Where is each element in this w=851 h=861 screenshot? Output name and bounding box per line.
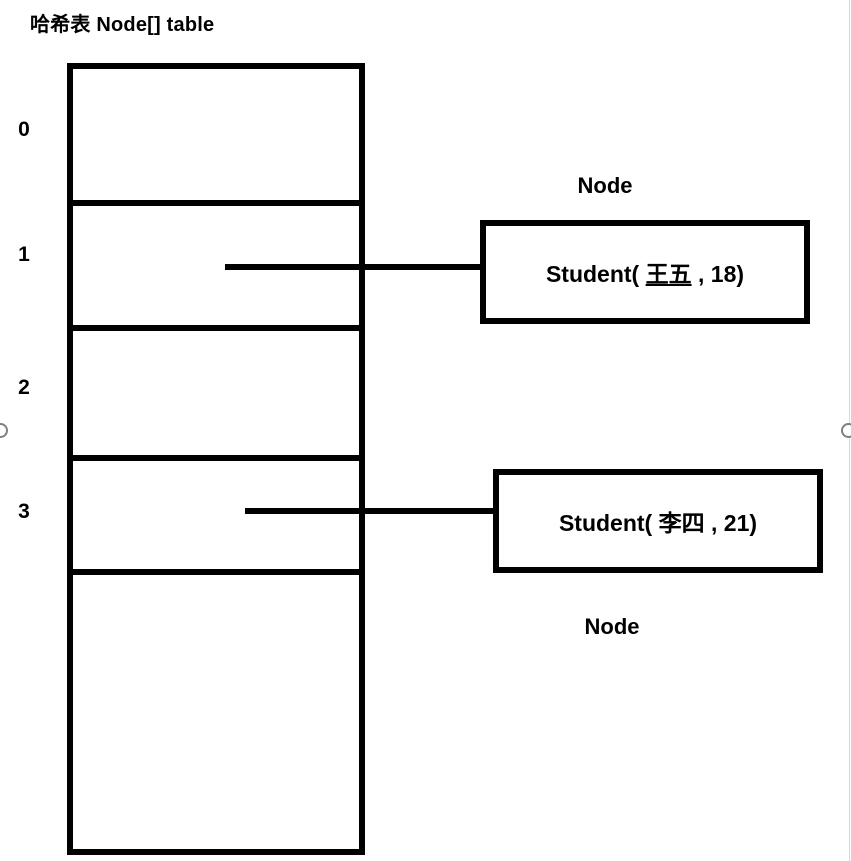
table-row-separator-0 [67, 200, 365, 206]
node-box-2-student-name: 李四 [658, 510, 705, 536]
node-box-2-suffix: ) [749, 510, 758, 536]
table-index-0: 0 [18, 118, 30, 141]
node-box-1-separator: , [691, 261, 711, 287]
table-row-separator-2 [67, 455, 365, 461]
page-title: 哈希表 Node[] table [30, 14, 215, 36]
node-box-2-age: 21 [723, 510, 750, 536]
table-index-2: 2 [18, 376, 30, 399]
node-box-2-text: Student( 李四 , 21) [559, 504, 757, 538]
node-caption-1: Node [577, 173, 633, 198]
table-row-separator-3 [67, 569, 365, 575]
node-box-2-prefix: Student( [558, 510, 659, 536]
node-box-2: Student( 李四 , 21) [493, 469, 823, 573]
node-box-1-suffix: ) [736, 261, 745, 287]
connector-line-row1-to-node1 [225, 264, 483, 270]
selection-handle-left[interactable] [0, 423, 8, 438]
node-caption-2: Node [584, 614, 640, 639]
table-index-3: 3 [18, 500, 30, 523]
selection-handle-right[interactable] [841, 423, 851, 438]
table-row-separator-1 [67, 325, 365, 331]
node-box-1: Student( 王五 , 18) [480, 220, 810, 324]
node-box-1-student-name: 王五 [645, 261, 692, 287]
table-index-1: 1 [18, 243, 30, 266]
node-box-1-age: 18 [710, 261, 737, 287]
node-box-1-text: Student( 王五 , 18) [546, 255, 744, 289]
node-box-1-prefix: Student( [545, 261, 646, 287]
connector-line-row3-to-node2 [245, 508, 498, 514]
node-box-2-separator: , [704, 510, 724, 536]
